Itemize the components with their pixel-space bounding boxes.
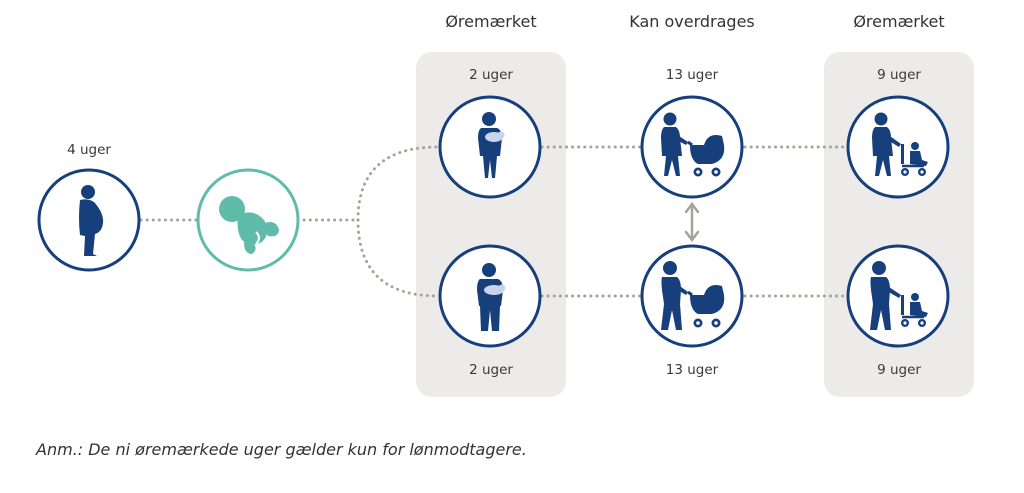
label-bottom-left-weeks: 2 uger	[469, 362, 513, 378]
label-top-right-weeks: 9 uger	[877, 67, 921, 83]
label-top-middle-weeks: 13 uger	[665, 67, 719, 83]
father-pushing-pram-icon	[640, 244, 744, 348]
pregnant-woman-icon	[37, 168, 141, 272]
mother-holding-baby-icon	[438, 95, 542, 199]
fetus-icon	[196, 168, 300, 272]
footnote: Anm.: De ni øremærkede uger gælder kun f…	[36, 440, 527, 459]
connector-lines	[139, 145, 848, 298]
mother-pushing-pram-icon	[640, 95, 744, 199]
label-bottom-middle-weeks: 13 uger	[665, 362, 719, 378]
header-earmarked-left: Øremærket	[445, 12, 537, 31]
double-arrow-icon	[684, 201, 700, 243]
label-top-left-weeks: 2 uger	[469, 67, 513, 83]
header-earmarked-right: Øremærket	[853, 12, 945, 31]
connector-fork-lower	[356, 218, 440, 298]
father-pushing-stroller-icon	[846, 244, 950, 348]
mother-pushing-stroller-icon	[846, 95, 950, 199]
header-transferable: Kan overdrages	[629, 12, 755, 31]
label-pregnant-weeks: 4 uger	[67, 142, 111, 158]
father-holding-baby-icon	[438, 244, 542, 348]
label-bottom-right-weeks: 9 uger	[877, 362, 921, 378]
connector-fork-upper	[356, 145, 440, 222]
